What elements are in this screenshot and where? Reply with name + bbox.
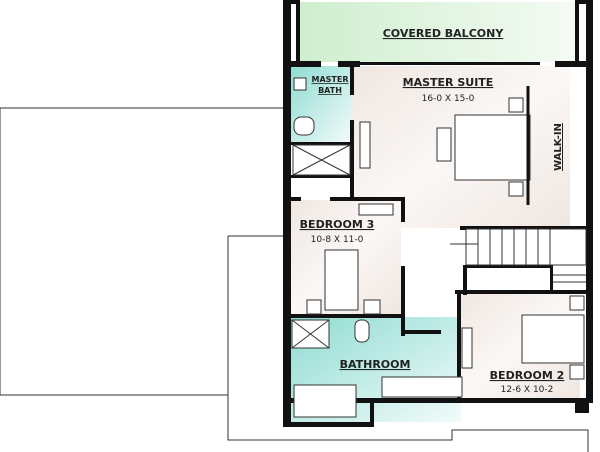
toilet-2-icon [354,319,370,343]
master-suite-label: MASTER SUITE [403,76,494,89]
stairs [450,228,587,283]
master-suite-dimensions: 16-0 X 15-0 [422,94,475,104]
bench-icon [436,127,452,162]
walls [283,0,593,427]
dresser-icon [359,121,371,169]
fixtures [291,77,587,418]
bathroom-label: BATHROOM [340,358,411,371]
bathtub-icon [293,384,357,418]
covered-balcony-area [300,2,575,62]
bedroom-3-dimensions: 10-8 X 11-0 [311,235,364,245]
master-bath-label-line1: MASTER [312,75,349,84]
bed-3-icon [324,249,359,311]
bed-2-icon [521,314,585,364]
covered-balcony-label: COVERED BALCONY [383,27,505,40]
master-bed-icon [454,114,531,181]
toilet-icon [293,116,315,136]
bedroom-2-dimensions: 12-6 X 10-2 [501,385,554,395]
master-bath-label-line2: BATH [318,86,342,95]
sink-icon [293,77,307,91]
bedroom-2-label: BEDROOM 2 [490,369,565,382]
walk-in-label: WALK-IN [553,123,564,171]
roof-outline [0,107,589,452]
walk-in-area [570,66,586,228]
bedroom-3-label: BEDROOM 3 [300,218,375,231]
vanity-icon [381,376,463,398]
